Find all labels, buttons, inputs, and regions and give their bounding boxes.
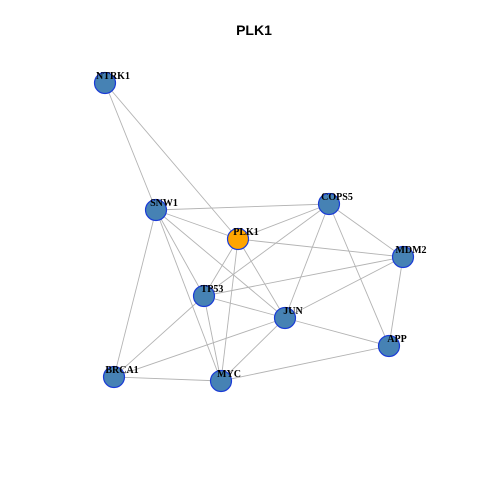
node-circle <box>391 245 415 269</box>
diagram-title: PLK1 <box>236 22 272 38</box>
edge-snw1-myc <box>155 209 222 382</box>
node-tp53: TP53 <box>192 284 224 308</box>
node-circle <box>192 284 216 308</box>
edge-brca1-myc <box>113 376 222 382</box>
node-circle <box>377 334 401 358</box>
node-circle <box>273 306 297 330</box>
node-circle <box>226 227 250 251</box>
edge-plk1-myc <box>220 238 239 382</box>
edge-snw1-cops5 <box>155 203 330 211</box>
edge-jun-app <box>284 317 390 347</box>
edge-jun-myc <box>220 317 286 382</box>
edge-snw1-brca1 <box>113 209 157 378</box>
edge-tp53-brca1 <box>113 295 205 378</box>
edge-snw1-plk1 <box>155 209 239 240</box>
node-label: MYC <box>217 369 241 380</box>
node-label: TP53 <box>201 284 224 295</box>
edge-cops5-tp53 <box>203 203 330 297</box>
node-label: APP <box>387 334 406 345</box>
edge-layer <box>104 82 404 382</box>
node-app: APP <box>377 334 407 358</box>
node-label: BRCA1 <box>105 365 138 376</box>
node-mdm2: MDM2 <box>391 245 427 269</box>
edge-plk1-mdm2 <box>237 238 404 258</box>
node-circle <box>317 192 341 216</box>
edge-mdm2-jun <box>284 256 404 319</box>
node-jun: JUN <box>273 306 303 330</box>
edge-ntrk1-snw1 <box>104 82 157 211</box>
edge-mdm2-tp53 <box>203 256 404 297</box>
node-ntrk1: NTRK1 <box>93 71 130 95</box>
node-cops5: COPS5 <box>317 192 353 216</box>
node-plk1: PLK1 <box>226 227 259 251</box>
node-label: MDM2 <box>395 245 426 256</box>
edge-app-myc <box>220 345 390 382</box>
node-label: NTRK1 <box>96 71 130 82</box>
node-label: COPS5 <box>321 192 353 203</box>
edge-jun-brca1 <box>113 317 286 378</box>
edge-cops5-jun <box>284 203 330 319</box>
edge-ntrk1-plk1 <box>104 82 239 240</box>
node-circle <box>144 198 168 222</box>
node-myc: MYC <box>209 369 241 393</box>
node-label: PLK1 <box>233 227 259 238</box>
node-circle <box>102 365 126 389</box>
edge-snw1-tp53 <box>155 209 205 297</box>
node-circle <box>209 369 233 393</box>
node-circle <box>93 71 117 95</box>
edge-cops5-app <box>328 203 390 347</box>
edge-tp53-jun <box>203 295 286 319</box>
node-label: JUN <box>283 306 303 317</box>
edge-tp53-myc <box>203 295 222 382</box>
node-brca1: BRCA1 <box>102 365 139 389</box>
edge-mdm2-app <box>388 256 404 347</box>
node-snw1: SNW1 <box>144 198 178 222</box>
edge-cops5-mdm2 <box>328 203 404 258</box>
node-label: SNW1 <box>150 198 178 209</box>
edge-plk1-jun <box>237 238 286 319</box>
edge-snw1-jun <box>155 209 286 319</box>
edge-plk1-cops5 <box>237 203 330 240</box>
